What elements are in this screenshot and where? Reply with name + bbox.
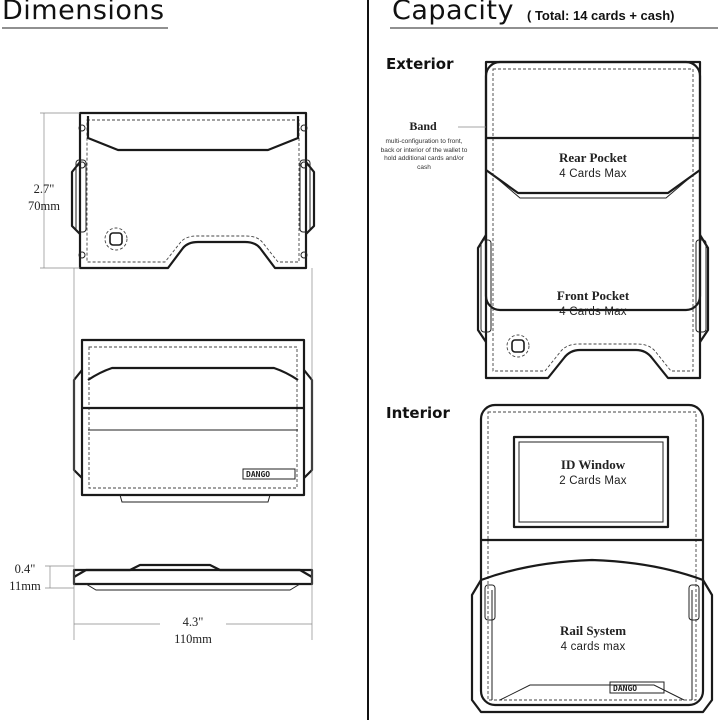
wallet-front-view <box>72 338 314 503</box>
front-pocket-title: Front Pocket <box>556 288 630 303</box>
brand-logo <box>242 468 296 480</box>
rear-pocket-label: Rear Pocket 4 Cards Max <box>530 150 656 180</box>
dimensions-heading: Dimensions <box>2 0 165 26</box>
thickness-dimension-label: 0.4" 11mm <box>2 561 48 595</box>
wallet-top-view <box>70 111 316 270</box>
width-dimension-label: 4.3" 110mm <box>160 614 226 648</box>
capacity-total: ( Total: 14 cards + cash) <box>527 8 675 23</box>
brand-logo <box>609 681 665 694</box>
wallet-exterior-view <box>458 60 710 380</box>
id-window-label: ID Window 2 Cards Max <box>530 457 656 487</box>
front-pocket-capacity: 4 Cards Max <box>559 306 627 318</box>
rear-pocket-capacity: 4 Cards Max <box>559 168 627 180</box>
wallet-interior-view <box>470 403 714 714</box>
exterior-heading: Exterior <box>386 55 454 73</box>
rail-system-capacity: 4 cards max <box>560 641 626 653</box>
thickness-inches: 0.4" <box>14 562 36 576</box>
height-inches: 2.7" <box>33 182 55 196</box>
interior-heading: Interior <box>386 404 450 422</box>
wallet-side-view <box>72 563 314 591</box>
capacity-heading: Capacity <box>392 0 514 26</box>
rail-system-title: Rail System <box>559 623 627 638</box>
height-dimension-label: 2.7" 70mm <box>16 181 72 215</box>
brand-logo-text: DANGO <box>246 470 270 479</box>
height-mm: 70mm <box>28 199 60 213</box>
width-inches: 4.3" <box>182 615 204 629</box>
width-mm: 110mm <box>174 632 212 646</box>
id-window-title: ID Window <box>560 457 626 472</box>
band-title: Band <box>409 119 437 133</box>
front-pocket-label: Front Pocket 4 Cards Max <box>530 288 656 318</box>
band-note: multi-configuration to front, back or in… <box>380 138 468 171</box>
rail-system-label: Rail System 4 cards max <box>530 623 656 653</box>
thickness-mm: 11mm <box>9 579 41 593</box>
rear-pocket-title: Rear Pocket <box>559 150 627 165</box>
band-label: Band <box>386 119 460 134</box>
brand-logo-text: DANGO <box>613 684 637 693</box>
id-window-capacity: 2 Cards Max <box>559 475 627 487</box>
dimension-guides <box>40 112 313 640</box>
